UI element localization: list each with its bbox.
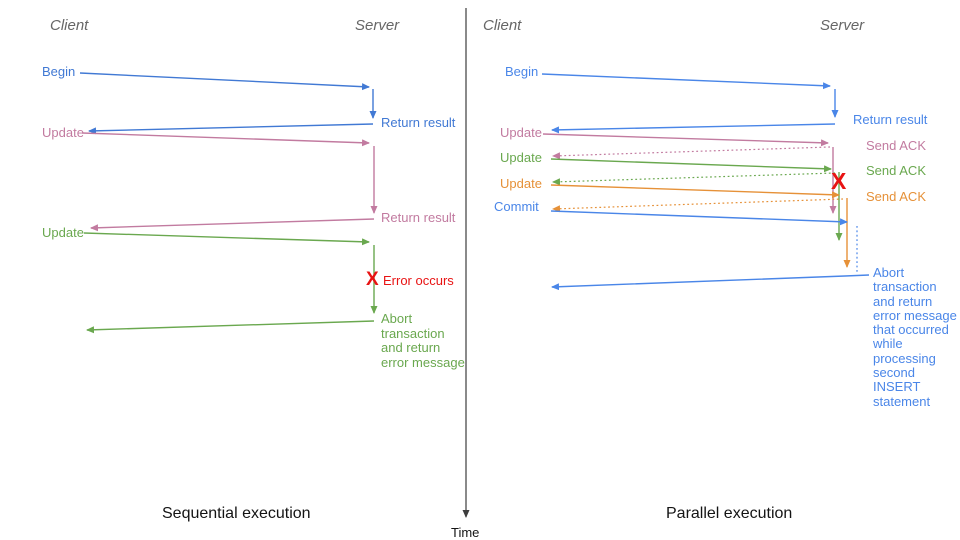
- left-error-x-icon: X: [366, 269, 379, 290]
- right-update-2-send-arrow: [550, 158, 832, 173]
- right-send-ack-1-arrow: [552, 146, 831, 160]
- time-axis-label: Time: [451, 525, 480, 540]
- left-update-2-label: Update: [42, 225, 84, 240]
- right-send-ack-2-arrow: [552, 172, 836, 186]
- left-update-1-send-arrow: [81, 132, 370, 147]
- right-update-3-label: Update: [500, 176, 542, 191]
- left-abort-label: Abort transaction and return error messa…: [381, 311, 465, 370]
- left-update-1-label: Update: [42, 125, 84, 140]
- left-error-label: Error occurs: [383, 273, 454, 288]
- right-return-result-1-label: Return result: [853, 112, 928, 127]
- left-panel-title: Sequential execution: [162, 505, 311, 522]
- left-return-result-1-arrow: [88, 123, 374, 135]
- right-update-1-send-arrow: [542, 133, 829, 147]
- left-return-result-2-arrow: [90, 218, 375, 232]
- right-server-header: Server: [820, 17, 865, 34]
- right-update-3-send-arrow: [550, 184, 840, 199]
- right-commit-label: Commit: [494, 199, 539, 214]
- right-begin-label: Begin: [505, 64, 539, 79]
- right-panel-title: Parallel execution: [666, 505, 793, 522]
- right-error-x-icon: X: [831, 168, 847, 194]
- left-return-result-1-label: Return result: [381, 115, 456, 130]
- right-send-ack-3-label: Send ACK: [866, 189, 926, 204]
- right-commit-send-arrow: [550, 210, 848, 226]
- right-abort-return-arrow: [551, 274, 870, 291]
- right-update-2-label: Update: [500, 150, 542, 165]
- right-send-ack-3-arrow: [552, 198, 844, 213]
- left-begin-send-arrow: [79, 72, 370, 91]
- left-abort-return-arrow: [86, 320, 375, 334]
- right-abort-label: Abort transaction and return error messa…: [873, 265, 957, 409]
- right-send-ack-2-label: Send ACK: [866, 163, 926, 178]
- left-client-header: Client: [50, 17, 89, 34]
- right-begin-send-arrow: [541, 73, 831, 90]
- left-server-header: Server: [355, 17, 400, 34]
- right-client-header: Client: [483, 17, 522, 34]
- left-return-result-2-label: Return result: [381, 210, 456, 225]
- left-begin-label: Begin: [42, 64, 76, 79]
- right-send-ack-1-label: Send ACK: [866, 138, 926, 153]
- right-update-1-label: Update: [500, 125, 542, 140]
- left-update-2-send-arrow: [83, 232, 370, 246]
- right-return-result-1-arrow: [551, 123, 836, 134]
